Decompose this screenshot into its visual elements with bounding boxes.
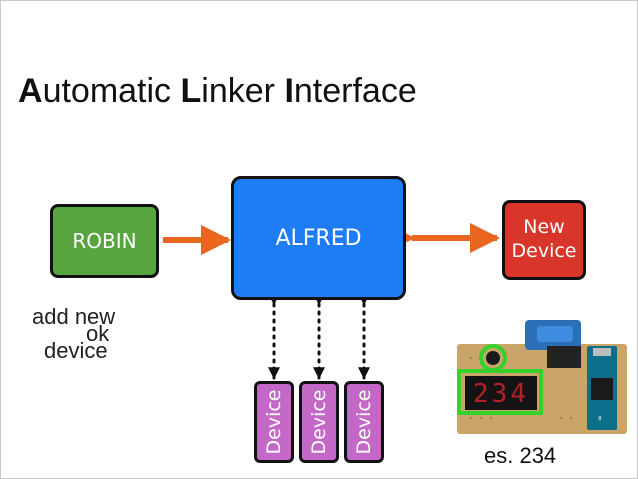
robin-node: ROBIN bbox=[50, 204, 159, 278]
device-label-1: Device bbox=[263, 389, 285, 455]
device-node-1: Device bbox=[254, 381, 294, 463]
note-add-new: add new bbox=[32, 304, 116, 329]
new-device-label-line2: Device bbox=[511, 240, 577, 262]
title-initial-l: L bbox=[180, 72, 202, 110]
note-device: device bbox=[44, 338, 108, 363]
device-label-2: Device bbox=[308, 389, 330, 455]
display-digits: 234 bbox=[473, 379, 529, 409]
svg-text:∞: ∞ bbox=[596, 415, 604, 421]
device-node-2: Device bbox=[299, 381, 339, 463]
alfred-node: ALFRED bbox=[231, 176, 406, 300]
photo-caption: es. 234 bbox=[484, 443, 557, 468]
title-rest-inker: inker bbox=[201, 72, 285, 110]
title-rest-utomatic: utomatic bbox=[42, 72, 181, 110]
new-device-node: New Device bbox=[502, 200, 586, 280]
new-device-label-line1: New bbox=[523, 216, 565, 239]
hardware-photo: ∞ 234 bbox=[451, 318, 631, 436]
title-initial-i: I bbox=[284, 72, 294, 110]
title-initial-a: A bbox=[18, 72, 43, 110]
robin-label: ROBIN bbox=[72, 229, 137, 253]
note-ok: ok bbox=[86, 321, 110, 346]
title-rest-nterface: nterface bbox=[293, 72, 417, 110]
device-node-3: Device bbox=[344, 381, 384, 463]
device-label-3: Device bbox=[353, 389, 375, 455]
slide-title: Automatic Linker Interface bbox=[18, 72, 417, 111]
alfred-label: ALFRED bbox=[275, 225, 362, 251]
